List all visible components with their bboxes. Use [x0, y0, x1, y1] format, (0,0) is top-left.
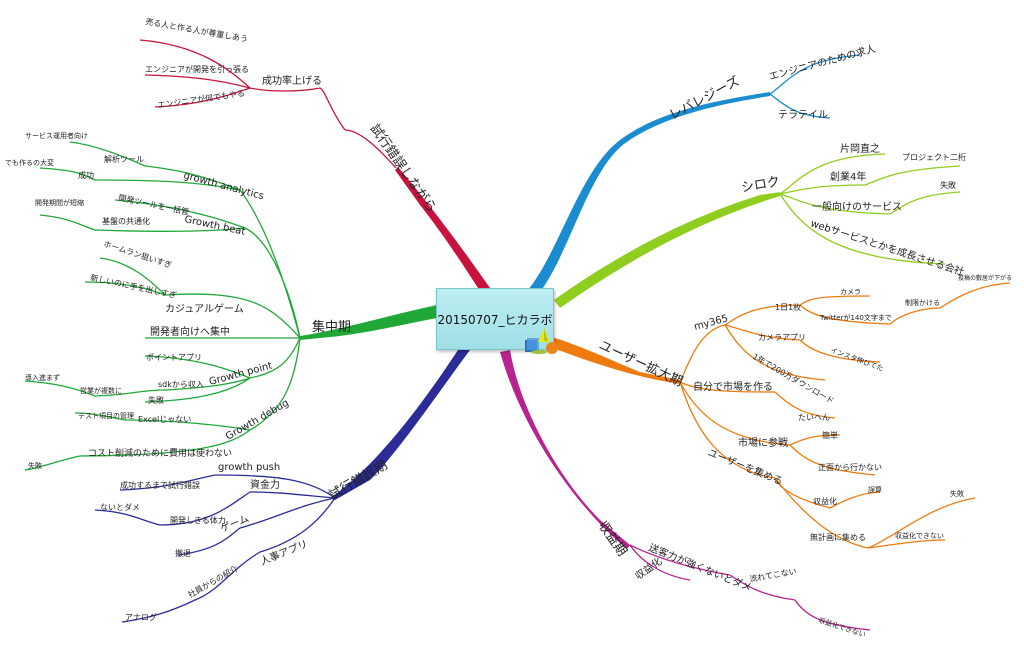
shueki-links [629, 544, 871, 631]
label-sdk: sdkから収入 [158, 379, 204, 389]
label-shiroku-c3a: 失敗 [940, 180, 956, 190]
label-shippai-debug: 失敗 [28, 461, 42, 470]
label-muke: 開発者向けへ集中 [150, 325, 230, 338]
label-shueki-c2: 流れてこない [749, 566, 798, 584]
sakugo-links [94, 474, 336, 623]
label-levels: レバレジーズ [666, 73, 742, 123]
branch-user-trunk [545, 335, 680, 384]
label-naito: ないとダメ [100, 502, 140, 512]
label-shiroku-c1: 片岡直之 [840, 142, 880, 155]
label-cameraapp: カメラアプリ [758, 333, 806, 342]
label-homerun: ホームラン狙いすぎ [102, 238, 173, 270]
label-shikin: 資金力 [250, 478, 280, 491]
label-shijou: 市場に参戦 [738, 436, 788, 449]
label-tettai: 撤退 [175, 548, 191, 558]
central-topic-title: 20150707_ヒカラボ [437, 312, 553, 327]
shapes-icon [525, 328, 558, 354]
label-camera: カメラ [840, 288, 861, 296]
label-demo: でも作るの大変 [5, 158, 54, 167]
label-dekinai: 収益化できない [895, 531, 944, 540]
label-jinji: 人事アプリ [258, 537, 309, 568]
label-kantan: 簡単 [822, 430, 838, 440]
label-taihen: たいへん [798, 413, 830, 422]
label-ichinichi: 1日1枚 [775, 302, 801, 312]
label-cost: コスト削減のために費用は使わない [88, 447, 232, 459]
label-service: サービス運用者向け [25, 131, 88, 140]
label-shiroku: シロク [740, 174, 781, 196]
label-dl: 1年で200万ダウンロード [751, 351, 836, 406]
levels-links [769, 54, 861, 119]
label-kaihatsu-tool: 開発ツールを一括管 [118, 192, 191, 217]
label-shoumen: 正面から行かない [818, 462, 882, 472]
label-casual: カジュアルゲーム [165, 303, 244, 315]
label-sakugo: 試行錯誤期 [326, 457, 390, 503]
label-shuuchuu: 集中期 [312, 319, 351, 335]
label-mukeikaku: 無計画に集める [810, 532, 866, 542]
branch-shiroku-trunk [554, 192, 780, 308]
label-shueki-c3: 収益化できない [817, 615, 866, 639]
label-insta: インスタ伸びてた [829, 345, 885, 373]
label-tairyoku: 開発しきる体力 [170, 515, 226, 525]
label-tanshuku: 開発期間が短縮 [35, 198, 84, 207]
label-toukou: 投稿の敷居が下がる [958, 274, 1012, 282]
label-shippai: 失敗 [950, 489, 964, 498]
label-shiroku-c4: webサービスとかを成長させる会社 [809, 216, 966, 278]
branch-shuuchuu-trunk [300, 305, 437, 340]
branch-shueki-trunk [500, 350, 630, 549]
label-my365: my365 [693, 313, 729, 333]
label-seikou: 成功 [78, 170, 94, 180]
shiroku-links [779, 153, 961, 265]
label-nagara-seikou: 成功率上げる [262, 74, 322, 87]
label-shiroku-c2a: プロジェクト二桁 [902, 152, 966, 162]
label-shuuekika: 収益化 [813, 496, 837, 506]
label-nagara-c3: エンジニアが何でもやる [157, 88, 246, 110]
label-pointapp: ポイントアプリ [146, 353, 202, 362]
nagara-links [139, 39, 397, 169]
label-shueki-l2: 収益化 [632, 555, 664, 583]
label-analog: アナログ [125, 612, 157, 622]
user-links [679, 282, 1011, 549]
label-excel: Excelじゃない [138, 415, 191, 424]
label-shippai-point: 失敗 [148, 395, 164, 405]
label-kiban: 基盤の共通化 [102, 216, 150, 226]
label-shiroku-c3: 一般向けのサービス [812, 200, 902, 213]
label-seigen: 制限かける [905, 298, 940, 307]
label-shueki: 収益期 [595, 519, 630, 560]
label-shueki-c1: 送客力が強くないとダメ [647, 541, 754, 594]
label-atarashii: 新しいのに手を出しすぎ [90, 272, 178, 300]
label-push-a: 成功するまで試行錯誤 [120, 480, 200, 490]
branch-sakugo-trunk [333, 350, 470, 500]
label-twitter: Twitterが140文字まで [819, 313, 892, 322]
label-gosan: 誤算 [868, 485, 882, 494]
label-levels-c1: エンジニアのための求人 [768, 43, 877, 83]
branch-nagara-trunk [395, 167, 490, 288]
label-eigyou: 営業が複数に [80, 386, 122, 395]
label-test: テスト項目の管理 [78, 411, 134, 420]
label-levels-c2: テラテイル [778, 109, 828, 121]
label-shiroku-c2: 創業4年 [830, 170, 866, 183]
label-kaiseki: 解析ツール [104, 154, 144, 164]
label-ga: growth analytics [182, 170, 265, 202]
label-atsume: ユーザーを集める [706, 446, 785, 488]
label-push: growth push [218, 462, 280, 473]
label-nagara-c2: エンジニアが開発を引っ張る [145, 64, 249, 74]
shuuchuu-links [24, 141, 301, 471]
label-nagara: 試行錯誤しながら [367, 121, 440, 215]
label-jibun: 自分で市場を作る [693, 380, 773, 393]
branch-levels-trunk [528, 92, 770, 292]
label-nagara-c1: 売る人と作る人が尊重しあう [145, 16, 249, 44]
label-shain: 社員からの紹介 [186, 563, 239, 600]
label-debug: Growth debug [224, 398, 291, 443]
label-dounyuu: 導入進まず [25, 373, 60, 382]
